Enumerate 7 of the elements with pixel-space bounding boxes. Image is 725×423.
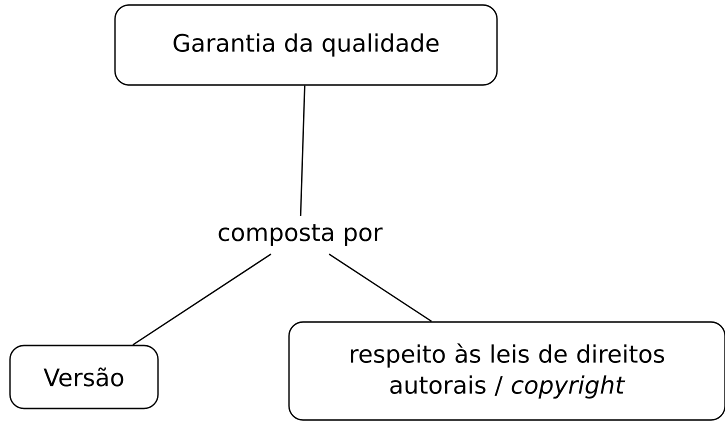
concept-box: respeito às leis de direitos autorais / copyright bbox=[288, 321, 725, 421]
concept-box: Versão bbox=[9, 344, 159, 410]
linking-phrase: composta por bbox=[218, 224, 383, 246]
connector-line bbox=[300, 86, 306, 216]
concept-box: Garantia da qualidade bbox=[114, 4, 498, 86]
connector-line bbox=[328, 254, 432, 322]
connector-line bbox=[132, 254, 272, 346]
